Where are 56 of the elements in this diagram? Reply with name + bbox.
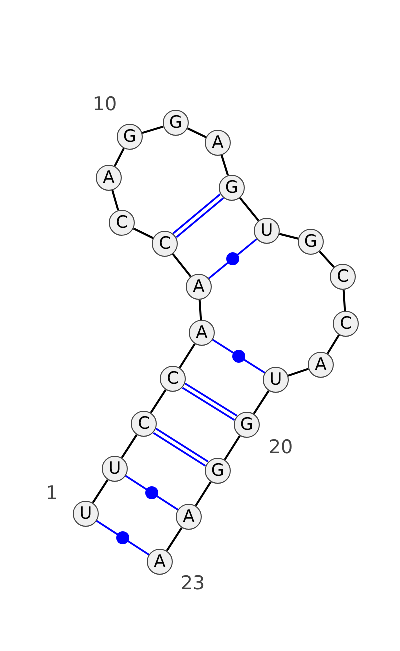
backbone-line <box>92 479 109 504</box>
base-letter: A <box>183 508 195 526</box>
base-letter: G <box>240 416 254 434</box>
backbone-line <box>279 233 299 240</box>
base-letter: G <box>211 462 225 480</box>
backbone-line <box>319 250 335 268</box>
base-letter: A <box>315 356 327 374</box>
backbone-line <box>220 155 230 176</box>
base-letter: G <box>123 128 137 146</box>
position-number: 10 <box>92 96 118 114</box>
position-number: 23 <box>180 574 206 594</box>
base-letter: C <box>138 416 150 432</box>
backbone-line <box>150 389 167 414</box>
base-pair-line <box>182 382 238 422</box>
base-pair-line <box>212 339 266 374</box>
backbone-line <box>224 435 241 461</box>
base-pair-line <box>208 238 258 280</box>
backbone-line <box>112 190 120 211</box>
base-letter: G <box>225 180 239 196</box>
base-letter: C <box>337 268 349 286</box>
backbone-line <box>195 481 212 507</box>
backbone-line <box>172 254 192 278</box>
backbone-line <box>166 527 183 552</box>
backbone-line <box>198 300 202 320</box>
base-letter: C <box>167 370 179 388</box>
position-number: 1 <box>46 484 58 504</box>
base-letter: A <box>193 278 205 296</box>
base-letter: G <box>169 114 183 132</box>
base-letter: C <box>116 214 128 232</box>
backbone-line <box>187 128 207 138</box>
backbone-line <box>342 290 346 312</box>
backbone-line <box>239 197 260 222</box>
position-number: 20 <box>268 438 294 458</box>
base-letter: A <box>103 170 115 186</box>
backbone-line <box>121 434 138 459</box>
base-letter: C <box>159 236 171 252</box>
backbone-line <box>253 390 270 415</box>
base-pair-line <box>96 520 150 556</box>
backbone-line <box>133 228 154 240</box>
backbone-line <box>179 343 196 369</box>
base-letter: U <box>108 460 122 478</box>
base-letter: A <box>196 324 208 342</box>
base-letter: A <box>212 134 224 152</box>
backbone-line <box>114 148 125 167</box>
base-letter: C <box>340 316 352 332</box>
base-letter: U <box>80 506 92 522</box>
base-letter: U <box>270 372 282 388</box>
backbone-line <box>288 368 309 377</box>
base-pair-line <box>125 475 179 511</box>
backbone-line <box>142 126 164 134</box>
backbone-line <box>326 334 340 354</box>
base-pair-line <box>152 428 210 468</box>
base-letter: G <box>304 234 318 250</box>
base-letter: U <box>260 222 274 240</box>
base-pair-line <box>172 194 225 238</box>
base-letter: A <box>154 554 166 570</box>
